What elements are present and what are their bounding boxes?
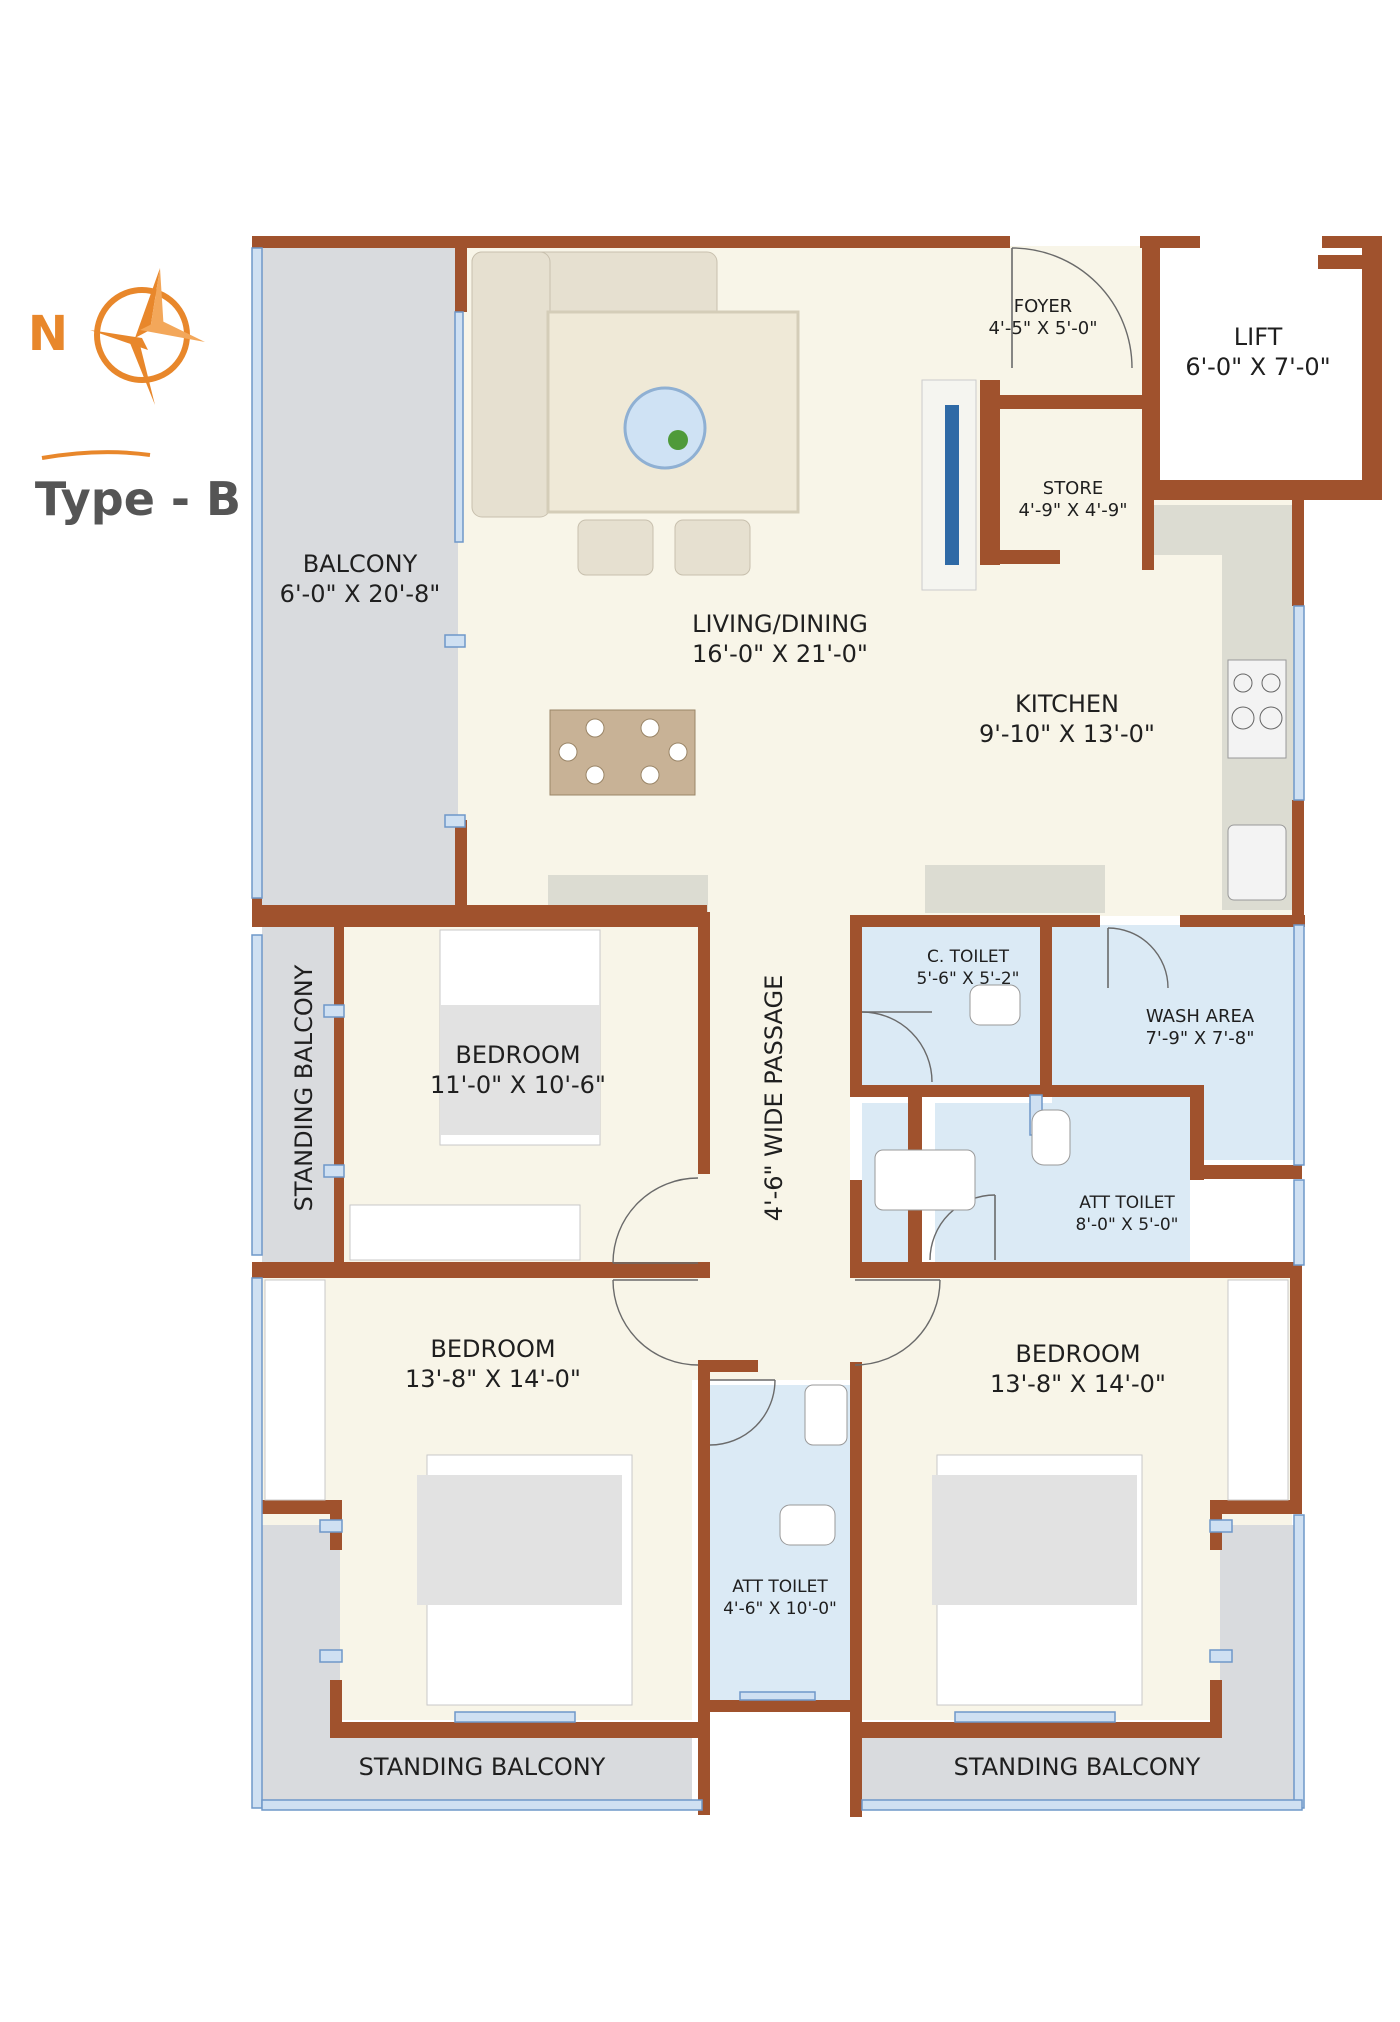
living-size: 16'-0" X 21'-0" [692,640,868,668]
walls [252,236,1382,1817]
c-toilet-size: 5'-6" X 5'-2" [917,969,1020,989]
att-toilet-1-size: 8'-0" X 5'-0" [1076,1215,1179,1235]
wc-att-toilet-1 [1031,1109,1071,1166]
passage-name: 4'-6" WIDE PASSAGE [760,975,788,1222]
compass-icon [90,268,205,405]
wardrobe-1 [349,1204,581,1261]
kitchen-size: 9'-10" X 13'-0" [979,720,1155,748]
plant-icon [668,430,688,450]
foyer-name: FOYER [1014,296,1072,317]
sofa-side [471,251,551,518]
title-underline [41,450,151,460]
bedroom-2-name: BEDROOM [430,1335,555,1363]
store-name: STORE [1043,478,1103,499]
coffee-table [623,386,707,470]
armchair-left [577,519,654,576]
wc-c-toilet [969,984,1021,1026]
balcony-size: 6'-0" X 20'-8" [280,580,441,608]
store-size: 4'-9" X 4'-9" [1018,500,1127,521]
bedroom-3-name: BEDROOM [1015,1340,1140,1368]
room-labels: BALCONY 6'-0" X 20'-8" LIVING/DINING 16'… [280,296,1331,1781]
standing-balcony-left-name: STANDING BALCONY [290,964,318,1211]
compass-north-label: N [28,306,68,362]
kitchen-sink [1227,824,1287,901]
kitchen-furniture [1227,659,1287,901]
bedroom-1-name: BEDROOM [455,1041,580,1069]
bedroom-3-size: 13'-8" X 14'-0" [990,1370,1166,1398]
bedroom-1-size: 11'-0" X 10'-6" [430,1071,606,1099]
basin-att-toilet-2 [804,1384,848,1446]
kitchen-name: KITCHEN [1015,690,1119,718]
wardrobe-2 [264,1279,326,1501]
living-name: LIVING/DINING [692,610,868,638]
wc-att-toilet-2 [779,1504,836,1546]
bedroom-furniture [264,929,1289,1706]
att-toilet-2-name: ATT TOILET [732,1577,828,1597]
lift-name: LIFT [1234,323,1283,351]
att-toilet-2-size: 4'-6" X 10'-0" [723,1599,837,1619]
bedroom-2-size: 13'-8" X 14'-0" [405,1365,581,1393]
basin-pair [874,1149,976,1211]
standing-balcony-bottom-right-name: STANDING BALCONY [954,1753,1201,1781]
wash-area-size: 7'-9" X 7'-8" [1145,1028,1254,1049]
att-toilet-1-name: ATT TOILET [1079,1193,1175,1213]
type-title: Type - B [35,472,241,526]
windows [251,247,1305,1811]
wardrobe-3 [1227,1279,1289,1501]
armchair-right [674,519,751,576]
toilet-fixtures [779,984,1071,1546]
wash-area-name: WASH AREA [1146,1006,1255,1027]
doors [612,247,1169,1446]
standing-balcony-bottom-left-name: STANDING BALCONY [359,1753,606,1781]
lift-size: 6'-0" X 7'-0" [1185,353,1330,381]
living-furniture [471,251,977,796]
tv-screen [945,405,959,565]
c-toilet-name: C. TOILET [927,947,1010,967]
balcony-name: BALCONY [303,550,418,578]
foyer-size: 4'-5" X 5'-0" [988,318,1097,339]
